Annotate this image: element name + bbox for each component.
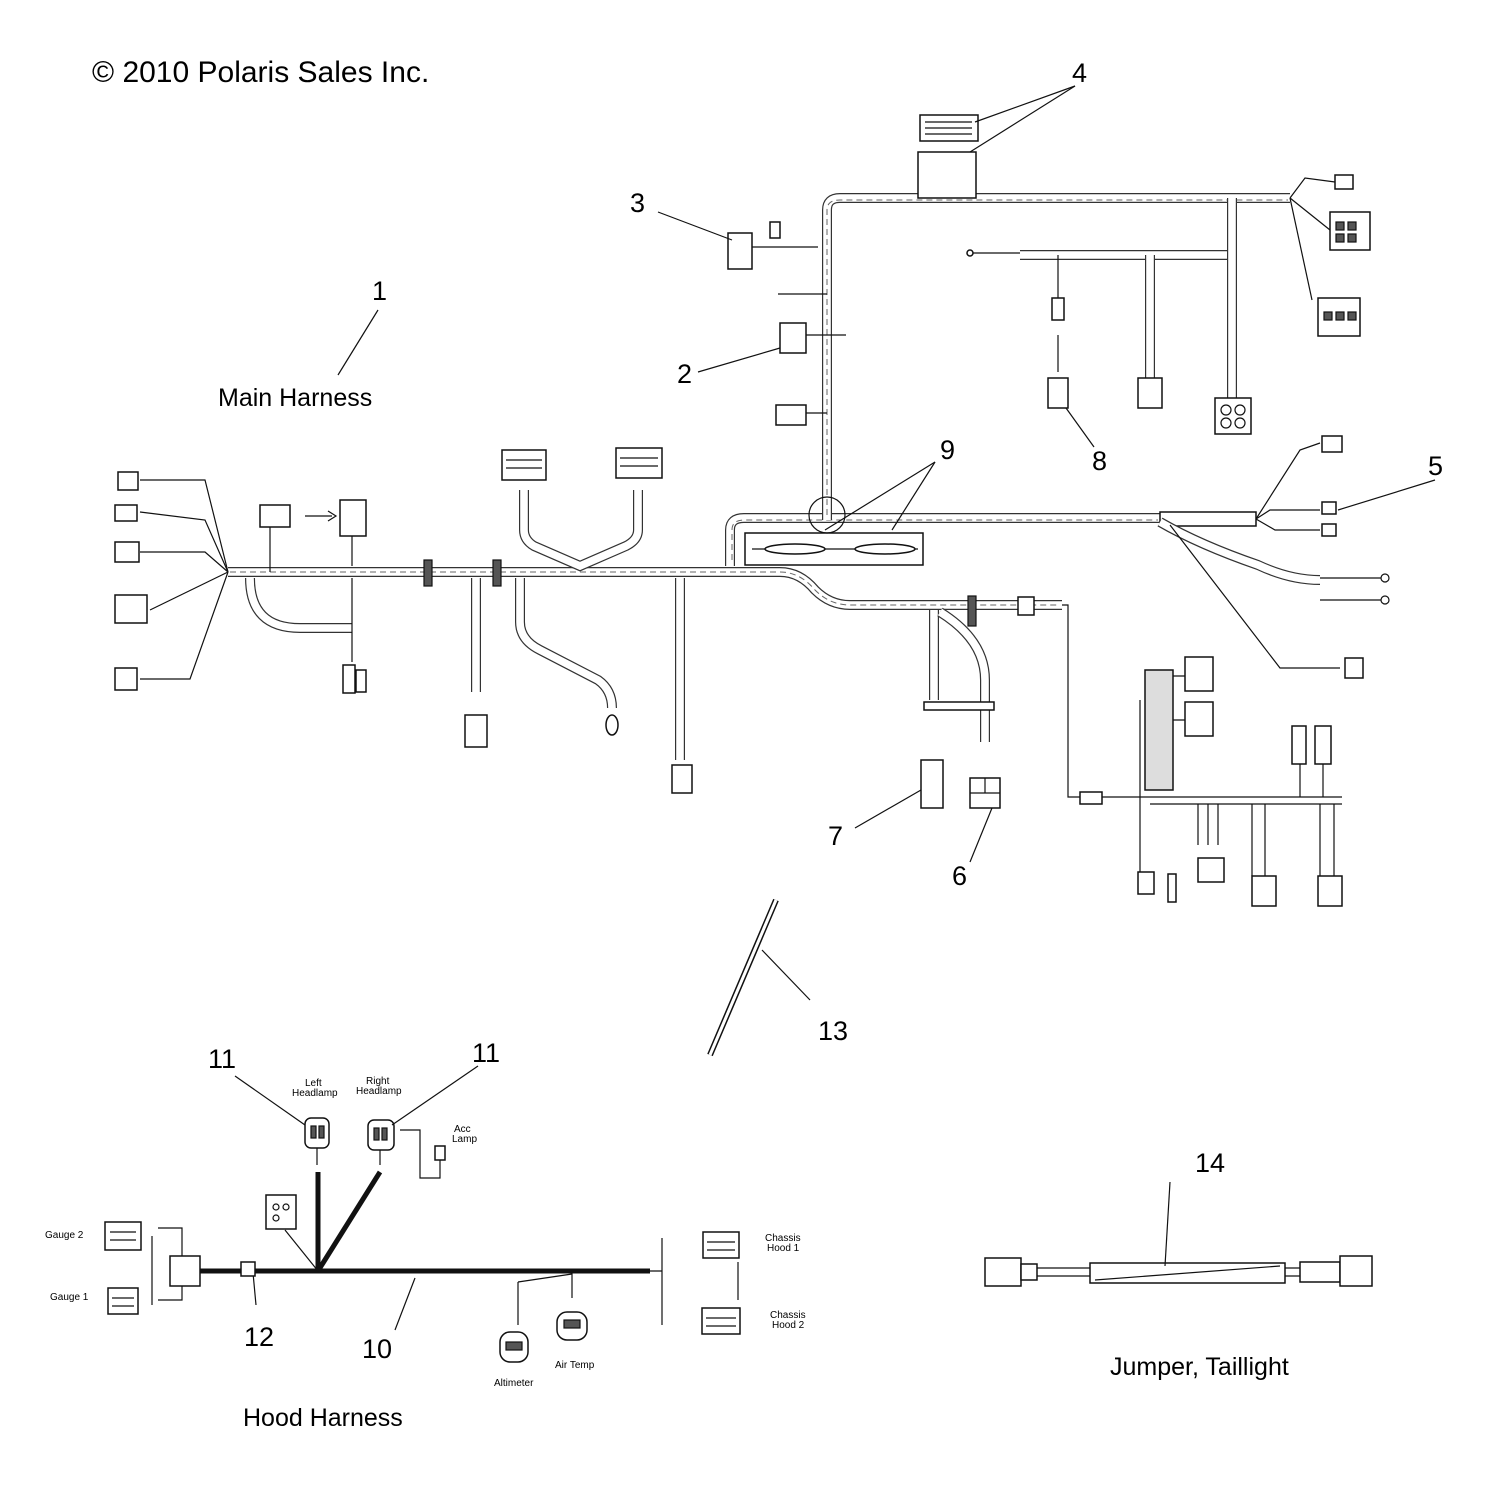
callout-12: 12 — [244, 1322, 274, 1352]
callout-numbers: 1 2 3 4 5 6 7 8 9 10 11 11 12 13 14 — [208, 58, 1443, 1364]
callout-11-right: 11 — [472, 1038, 500, 1068]
label-air-temp: Air Temp — [555, 1360, 595, 1371]
label-chassis-hood-2-b: Hood 2 — [772, 1320, 805, 1331]
label-right-headlamp-2: Headlamp — [356, 1086, 402, 1097]
main-harness-title: Main Harness — [218, 384, 372, 412]
label-right-headlamp-1: Right — [366, 1076, 390, 1087]
label-acc-lamp-2: Lamp — [452, 1134, 477, 1145]
callout-2: 2 — [677, 359, 692, 389]
callout-10: 10 — [362, 1334, 392, 1364]
hood-harness-drawing — [104, 1065, 741, 1363]
jumper-taillight-drawing — [984, 1181, 1373, 1287]
hood-harness-labels: Left Headlamp Right Headlamp Acc Lamp Ga… — [45, 1076, 806, 1389]
callout-7: 7 — [828, 821, 843, 851]
callout-9: 9 — [940, 435, 955, 465]
callout-11-left: 11 — [208, 1044, 236, 1074]
callout-leaders — [337, 85, 1436, 1001]
label-chassis-hood-1-b: Hood 1 — [767, 1243, 800, 1254]
hood-harness-title: Hood Harness — [243, 1404, 403, 1432]
callout-1: 1 — [372, 276, 387, 306]
copyright-text: © 2010 Polaris Sales Inc. — [92, 56, 429, 89]
callout-6: 6 — [952, 861, 967, 891]
label-gauge-1: Gauge 1 — [50, 1292, 89, 1303]
callout-3: 3 — [630, 188, 645, 218]
callout-14: 14 — [1195, 1148, 1225, 1178]
label-left-headlamp-1: Left — [305, 1078, 322, 1089]
label-altimeter: Altimeter — [494, 1378, 534, 1389]
main-harness-drawing — [114, 114, 1390, 1057]
label-acc-lamp-1: Acc — [454, 1124, 471, 1135]
jumper-taillight-title: Jumper, Taillight — [1110, 1353, 1289, 1381]
callout-8: 8 — [1092, 446, 1107, 476]
label-chassis-hood-1-a: Chassis — [765, 1233, 801, 1244]
label-gauge-2: Gauge 2 — [45, 1230, 84, 1241]
label-left-headlamp-2: Headlamp — [292, 1088, 338, 1099]
label-chassis-hood-2-a: Chassis — [770, 1310, 806, 1321]
callout-13: 13 — [818, 1016, 848, 1046]
callout-4: 4 — [1072, 58, 1087, 88]
callout-5: 5 — [1428, 451, 1443, 481]
